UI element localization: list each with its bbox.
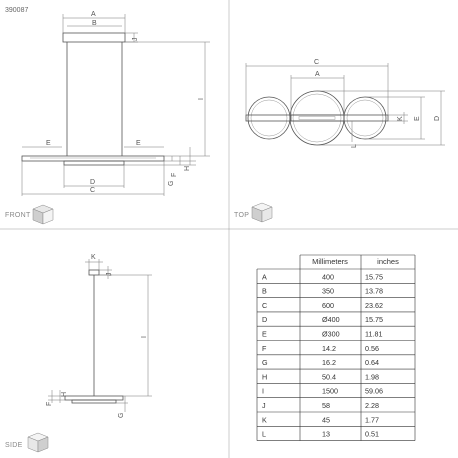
table-cell-mm: Ø400 — [322, 315, 340, 324]
table-header-mm: Millimeters — [312, 257, 348, 266]
top-ring-right — [343, 96, 387, 140]
table-row: B 350 13.78 — [262, 287, 383, 296]
side-lamp-bar — [64, 395, 124, 401]
table-cell-in: 11.81 — [365, 330, 382, 339]
top-ring-left — [247, 96, 291, 140]
side-canopy — [88, 269, 100, 276]
table-row: E Ø300 11.81 — [262, 330, 382, 339]
table-cell-key: L — [262, 430, 266, 439]
top-dim-k-label: K — [397, 116, 404, 121]
table-cell-mm: 400 — [322, 272, 334, 281]
table-cell-mm: Ø300 — [322, 330, 340, 339]
dim-h-label: H — [184, 166, 191, 171]
side-view-label: SIDE — [5, 442, 23, 449]
table-cell-in: 23.62 — [365, 301, 383, 310]
front-lamp-lower-ring — [63, 160, 125, 166]
table-cell-in: 1.98 — [365, 372, 379, 381]
table-grid — [256, 254, 416, 441]
front-view-label: FRONT — [5, 212, 31, 219]
side-lamp-ring — [71, 399, 117, 404]
dim-d-label: D — [90, 179, 95, 186]
top-bar — [245, 114, 389, 122]
table-cell-key: J — [262, 401, 266, 410]
dim-b-label: B — [92, 20, 97, 27]
top-view: A C D E K L TOP — [234, 59, 445, 223]
front-canopy — [62, 32, 126, 43]
top-canopy — [290, 114, 345, 122]
top-dim-e-label: E — [414, 116, 421, 121]
top-view-label: TOP — [234, 212, 249, 219]
table-cell-key: A — [262, 272, 267, 281]
dim-e-right-label: E — [136, 140, 141, 147]
dim-g-label: G — [168, 181, 175, 186]
table-cell-in: 0.64 — [365, 358, 379, 367]
table-cell-in: 0.51 — [365, 430, 379, 439]
side-cube-icon — [27, 432, 49, 453]
dim-j-label: J — [132, 38, 139, 42]
table-cell-key: D — [262, 315, 267, 324]
top-dim-l-label: L — [351, 144, 358, 148]
dim-f-label: F — [171, 173, 178, 177]
table-row: I 1500 59.06 — [262, 387, 383, 396]
table-row: K 45 1.77 — [262, 415, 379, 424]
table-row: C 600 23.62 — [262, 301, 383, 310]
table-cell-key: F — [262, 344, 267, 353]
table-cell-key: K — [262, 415, 267, 424]
table-cell-mm: 58 — [322, 401, 330, 410]
dim-e-left-label: E — [46, 140, 51, 147]
table-header-inches: inches — [377, 257, 399, 266]
side-dim-j-label: J — [106, 273, 113, 277]
table-cell-in: 59.06 — [365, 387, 383, 396]
table-cell-in: 15.75 — [365, 272, 383, 281]
table-cell-key: C — [262, 301, 267, 310]
table-cell-in: 13.78 — [365, 287, 383, 296]
top-dim-a-label: A — [315, 71, 320, 78]
top-ring-center — [289, 90, 345, 146]
table-cell-in: 2.28 — [365, 401, 379, 410]
top-dim-c-label: C — [314, 59, 319, 66]
product-code: 390087 — [5, 7, 28, 14]
table-cell-in: 0.56 — [365, 344, 379, 353]
table-cell-mm: 600 — [322, 301, 334, 310]
table-cell-key: G — [262, 358, 268, 367]
table-row: H 50.4 1.98 — [262, 372, 379, 381]
table-cell-key: B — [262, 287, 267, 296]
table-cell-in: 15.75 — [365, 315, 383, 324]
table-cell-key: H — [262, 372, 267, 381]
dim-i-label: I — [198, 98, 205, 100]
side-dim-i-label: I — [141, 336, 148, 338]
table-cell-mm: 45 — [322, 415, 330, 424]
table-cell-key: I — [262, 387, 264, 396]
front-cube-icon — [32, 204, 54, 225]
side-dim-f-label: F — [46, 402, 53, 406]
table-cell-mm: 13 — [322, 430, 330, 439]
table-cell-mm: 14.2 — [322, 344, 336, 353]
side-dim-k-label: K — [91, 254, 96, 261]
dim-a-label: A — [91, 11, 96, 18]
side-view: K J I F H G SIDE — [5, 254, 152, 453]
table-cell-mm: 50.4 — [322, 372, 336, 381]
table-cell-in: 1.77 — [365, 415, 379, 424]
table-cell-mm: 16.2 — [322, 358, 336, 367]
dim-c-label: C — [90, 187, 95, 194]
top-dim-d-label: D — [434, 116, 441, 121]
front-view: A B J I E E F G H D C — [5, 11, 210, 225]
table-row: F 14.2 0.56 — [262, 344, 379, 353]
table-cell-key: E — [262, 330, 267, 339]
table-cell-mm: 350 — [322, 287, 334, 296]
table-row: L 13 0.51 — [262, 430, 379, 439]
table-row: A 400 15.75 — [262, 272, 383, 281]
top-cube-icon — [251, 202, 273, 223]
table-row: G 16.2 0.64 — [262, 358, 379, 367]
side-dim-g-label: G — [118, 413, 125, 418]
front-lamp-bar — [21, 155, 165, 162]
side-dim-h-label: H — [61, 392, 68, 397]
table-cell-mm: 1500 — [322, 387, 338, 396]
table-row: J 58 2.28 — [262, 401, 379, 410]
table-row: D Ø400 15.75 — [262, 315, 383, 324]
